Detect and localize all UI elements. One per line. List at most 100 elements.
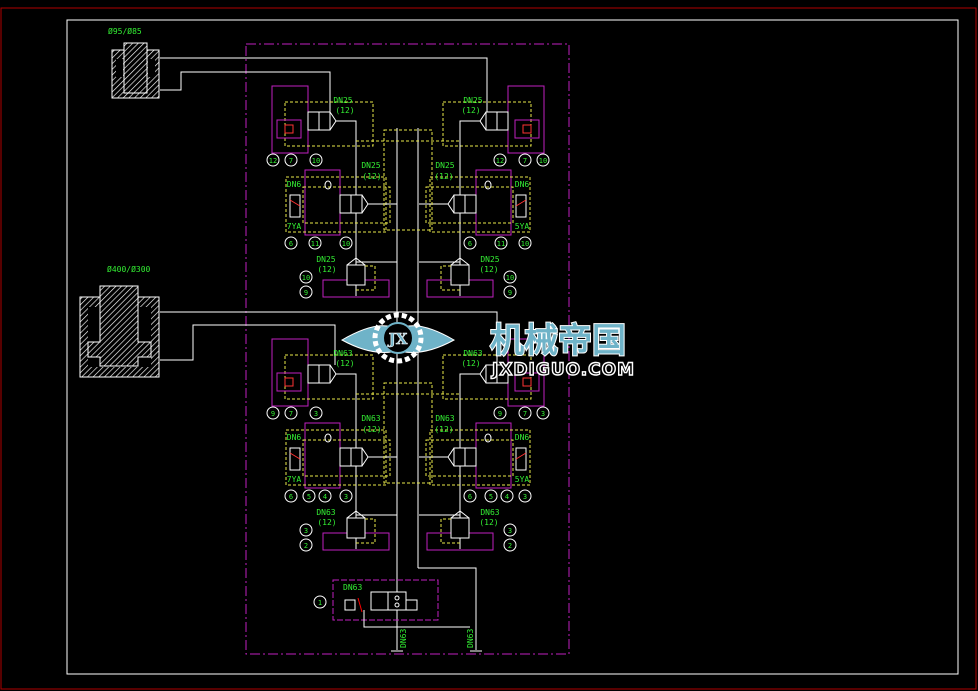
balloon (284, 236, 298, 250)
cartridge-tip (361, 447, 369, 467)
balloon-number: 10 (506, 274, 514, 282)
pilot-line (356, 265, 376, 291)
balloon-number: 3 (344, 493, 348, 501)
cartridge-valve-icon (450, 264, 470, 286)
drain-line (363, 610, 470, 628)
balloon (536, 153, 550, 167)
solenoid-icon (344, 599, 356, 611)
valve-size-label: DN63 (463, 349, 482, 358)
pilot-line (442, 101, 532, 147)
cartridge-tip (450, 257, 470, 266)
pilot-valve-outline (514, 119, 540, 139)
pilot-size-label: DN6 (287, 180, 302, 189)
balloon (339, 489, 353, 503)
pilot-valve-icon (522, 124, 532, 134)
pipe (336, 120, 357, 296)
balloon-number: 5 (489, 493, 493, 501)
balloon-number: 10 (302, 274, 310, 282)
solenoid-valve-icon (289, 194, 301, 218)
solenoid-mark (515, 199, 527, 207)
cartridge-valve-icon (346, 264, 366, 286)
balloon-number: 4 (323, 493, 327, 501)
solenoid-mark (289, 452, 301, 460)
balloon (284, 489, 298, 503)
watermark-brand-cn: 机械帝国 (490, 321, 626, 361)
pilot-valve-outline (276, 119, 302, 139)
valve-size-label: DN63 (480, 508, 499, 517)
balloon (299, 523, 313, 537)
pilot-line (383, 382, 433, 484)
valve-note-label: (12) (317, 518, 336, 527)
pilot-valve-icon (522, 377, 532, 387)
balloon (313, 595, 327, 609)
valve-block-outline (304, 422, 341, 489)
cartridge-tip (479, 111, 487, 131)
balloon (493, 153, 507, 167)
check-valve-icon (484, 433, 492, 443)
pilot-valve-icon (284, 124, 294, 134)
pilot-size-label: DN6 (515, 433, 530, 442)
balloon-number: 2 (508, 542, 512, 550)
valve-size-label: DN25 (463, 96, 482, 105)
valve-size-label: DN63 (435, 414, 454, 423)
balloon-number: 10 (521, 240, 529, 248)
main-valve-size: DN63 (343, 583, 362, 592)
gear-icon (372, 312, 424, 364)
balloon-number: 6 (289, 240, 293, 248)
actuator-mark (357, 597, 363, 613)
balloon-number: 3 (523, 493, 527, 501)
valve-size-label: DN63 (316, 508, 335, 517)
right-valve-group: DN25(12)10712DN25(12)DN65YA10116DN25(12)… (419, 85, 550, 299)
balloon-number: 7 (523, 157, 527, 165)
solenoid-label: 5YA (515, 222, 530, 231)
balloon (503, 523, 517, 537)
pilot-valve-outline (514, 372, 540, 392)
pilot-valve-outline (276, 372, 302, 392)
cartridge-tip (346, 257, 366, 266)
pilot-line (302, 439, 391, 477)
valve-note-label: (12) (434, 425, 453, 434)
solenoid-valve-icon (515, 194, 527, 218)
balloon (463, 489, 477, 503)
pipe (336, 373, 357, 549)
balloon (484, 489, 498, 503)
solenoid-valve-icon (515, 447, 527, 471)
balloon (536, 406, 550, 420)
pilot-line (442, 354, 532, 400)
balloon (518, 406, 532, 420)
valve-note-label: (12) (362, 425, 381, 434)
main-directional-valve[interactable]: DN63 1 (313, 579, 470, 628)
valve-size-label: DN25 (480, 255, 499, 264)
balloon (518, 153, 532, 167)
balloon (299, 538, 313, 552)
cartridge-tip (346, 510, 366, 519)
balloon-number: 3 (541, 410, 545, 418)
cylinder-piston (87, 285, 152, 367)
pilot-line (284, 101, 374, 147)
valve-size-label: DN25 (435, 161, 454, 170)
check-valve-icon (324, 433, 332, 443)
balloon (299, 285, 313, 299)
port-dot (394, 595, 400, 601)
small-cylinder: Ø95/Ø85 (108, 26, 160, 99)
valve-note-label: (12) (317, 265, 336, 274)
valve-size-label: DN25 (316, 255, 335, 264)
valve-block-outline (332, 579, 439, 621)
balloon-number: 4 (505, 493, 509, 501)
pilot-line (425, 186, 514, 224)
balloon-number: 1 (318, 599, 322, 607)
balloon (518, 236, 532, 250)
balloon-number: 12 (269, 157, 277, 165)
pilot-line (356, 518, 376, 544)
watermark-brand-url: JXDIGUO.COM (491, 360, 635, 380)
valve-note-label: (12) (479, 265, 498, 274)
valve-size-label: DN63 (361, 414, 380, 423)
balloon-number: 7 (289, 157, 293, 165)
valve-size-label: DN63 (333, 349, 352, 358)
balloon (284, 153, 298, 167)
pilot-line (284, 354, 374, 400)
logo-text: JX (387, 330, 408, 348)
balloon-number: 11 (497, 240, 505, 248)
